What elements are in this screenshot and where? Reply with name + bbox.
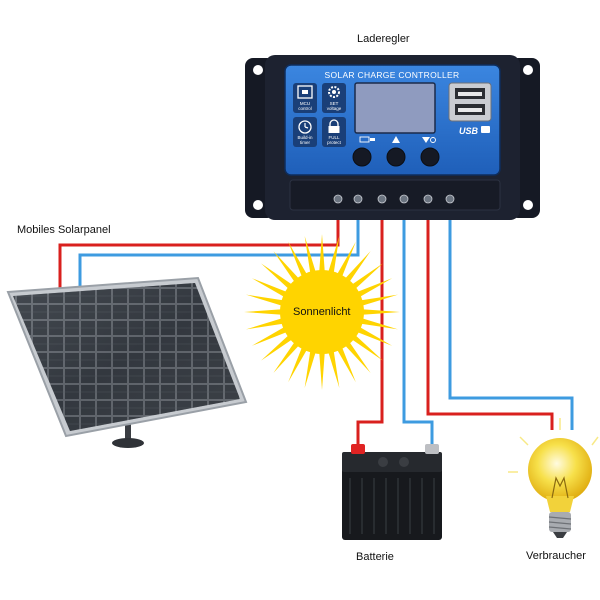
gear-label-1: SET xyxy=(330,101,339,106)
battery xyxy=(342,444,442,540)
bulb-filament xyxy=(551,476,569,499)
battery-positive-wire xyxy=(356,205,384,448)
panel-sheen xyxy=(13,283,240,431)
load-indicator-icon xyxy=(422,137,436,143)
sun-ray xyxy=(336,241,356,278)
sun-ray xyxy=(304,235,316,274)
sun-ray xyxy=(261,263,293,290)
down-button[interactable] xyxy=(420,147,440,167)
lock-label-2: protect xyxy=(327,140,342,145)
terminal-screw-1 xyxy=(333,194,343,204)
sun-ray xyxy=(344,251,371,283)
panel-label: Mobiles Solarpanel xyxy=(17,224,111,236)
lightbulb-icon xyxy=(508,418,599,538)
terminal-screw-4 xyxy=(399,194,409,204)
mcu-icon: MCU control xyxy=(293,83,317,113)
battery-positive-terminal xyxy=(351,444,365,454)
sun-ray xyxy=(351,334,383,361)
mount-hole-tl xyxy=(253,65,263,75)
bulb-rays xyxy=(508,418,599,473)
usb-label: USB xyxy=(459,126,479,136)
panel-negative-wire xyxy=(78,205,360,290)
battery-body xyxy=(342,468,442,540)
sun-ray xyxy=(245,294,284,306)
sun-ray xyxy=(319,234,325,273)
clock-label-1: Build-in xyxy=(297,135,313,140)
battery-label: Batterie xyxy=(356,551,394,563)
solar-indicator-icon xyxy=(359,136,375,143)
sun-ray xyxy=(328,235,340,274)
battery-negative-wire xyxy=(402,205,434,448)
status-indicators xyxy=(359,136,436,143)
sun-ray xyxy=(360,294,399,306)
lcd-screen xyxy=(354,82,436,134)
sun-ray xyxy=(251,326,288,346)
clock-label-2: timer xyxy=(300,140,311,145)
usb-indicator-icon xyxy=(481,126,490,133)
gear-label-2: voltage xyxy=(327,106,342,111)
sun-ray xyxy=(319,351,325,390)
sun-ray xyxy=(251,278,288,298)
mcu-label-1: MCU xyxy=(300,101,310,106)
terminal-screws xyxy=(333,194,455,204)
sun-ray xyxy=(356,326,393,346)
sun-ray xyxy=(360,318,399,330)
battery-indicator-icon xyxy=(392,136,400,143)
sun-ray xyxy=(361,309,400,315)
sun-ray xyxy=(336,346,356,383)
solar-panel xyxy=(6,276,248,448)
sun-ray xyxy=(328,350,340,389)
sun-ray xyxy=(356,278,393,298)
mount-hole-br xyxy=(523,200,533,210)
battery-ribs xyxy=(349,478,435,534)
bulb-glass xyxy=(528,438,592,502)
sun-label: Sonnenlicht xyxy=(293,306,351,318)
controller-label: Laderegler xyxy=(357,33,410,45)
panel-stand-base xyxy=(112,438,144,448)
bulb-neck xyxy=(546,496,574,512)
mount-hole-tr xyxy=(523,65,533,75)
controller-title: SOLAR CHARGE CONTROLLER xyxy=(325,70,460,80)
controller-icons: MCU control SET voltage Build-in timer xyxy=(293,83,346,147)
charge-controller: SOLAR CHARGE CONTROLLER MCU control SET … xyxy=(245,55,540,220)
sun-ray xyxy=(344,341,371,373)
load-positive-wire xyxy=(426,205,554,430)
panel-positive-wire xyxy=(58,205,340,290)
sun-ray xyxy=(244,309,283,315)
terminal-screw-6 xyxy=(445,194,455,204)
usb-ports[interactable] xyxy=(448,82,492,122)
gear-icon: SET voltage xyxy=(322,83,346,113)
terminal-screw-5 xyxy=(423,194,433,204)
sun-ray xyxy=(288,346,308,383)
battery-cap-1 xyxy=(378,457,388,467)
wiring xyxy=(58,205,574,448)
terminal-screw-3 xyxy=(377,194,387,204)
sun-ray xyxy=(351,263,383,290)
battery-negative-terminal xyxy=(425,444,439,454)
sun-ray xyxy=(261,334,293,361)
terminal-screw-2 xyxy=(353,194,363,204)
sun-ray xyxy=(288,241,308,278)
load-label: Verbraucher xyxy=(526,550,586,562)
sun-ray xyxy=(245,318,284,330)
sun-ray xyxy=(304,350,316,389)
terminal-block xyxy=(289,179,501,211)
battery-cap-2 xyxy=(399,457,409,467)
up-button[interactable] xyxy=(386,147,406,167)
mount-hole-bl xyxy=(253,200,263,210)
bulb-tip xyxy=(553,532,567,538)
lock-icon: FULL protect xyxy=(322,117,346,147)
mcu-label-2: control xyxy=(298,106,312,111)
clock-icon: Build-in timer xyxy=(293,117,317,147)
lock-label-1: FULL xyxy=(328,135,340,140)
sun-icon xyxy=(244,234,400,390)
sun-ray xyxy=(273,251,300,283)
sun-ray xyxy=(273,341,300,373)
menu-button[interactable] xyxy=(352,147,372,167)
battery-lid xyxy=(342,452,442,472)
load-negative-wire xyxy=(448,205,574,430)
